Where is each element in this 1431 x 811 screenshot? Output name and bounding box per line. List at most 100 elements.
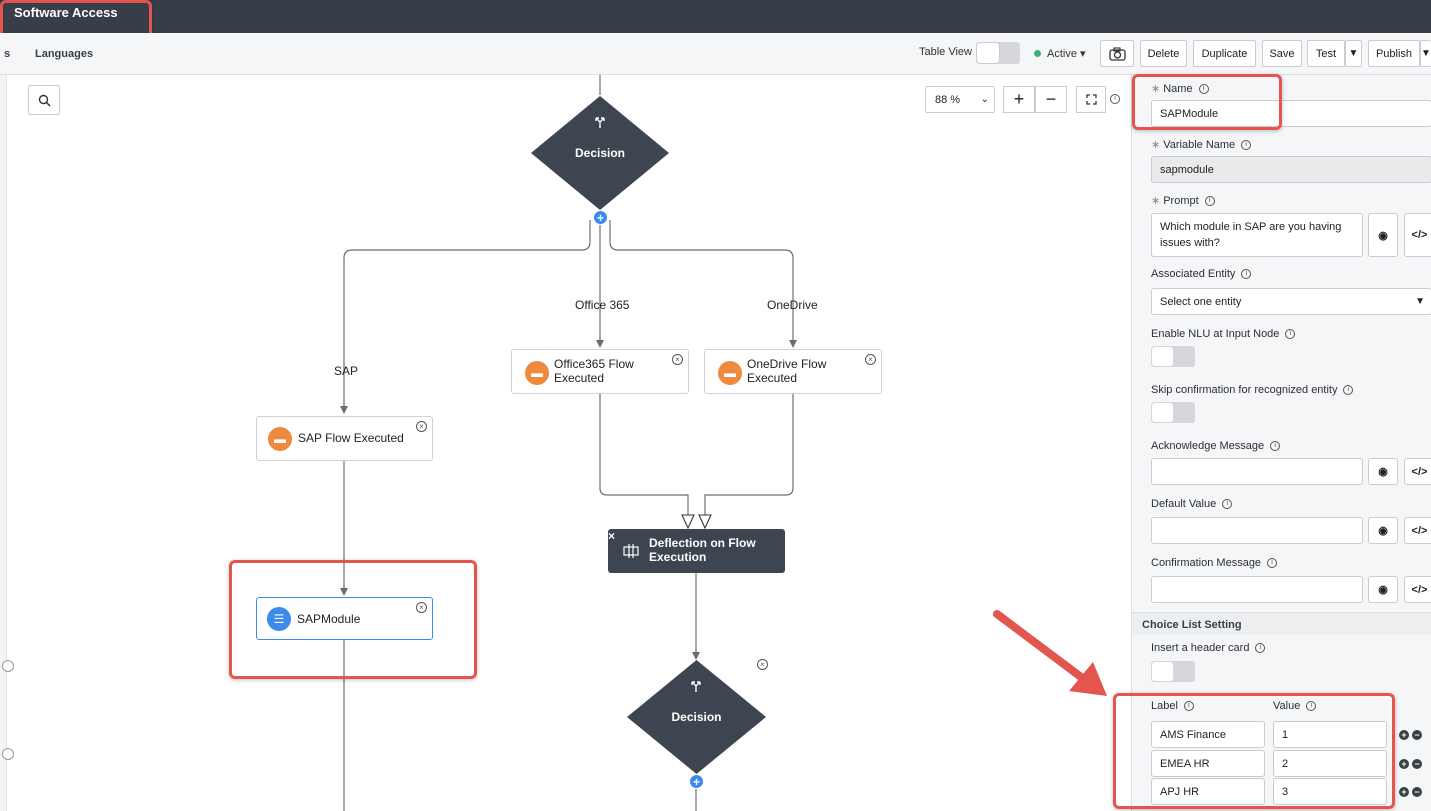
remove-choice-icon[interactable]: − [1412, 759, 1422, 769]
name-input[interactable]: SAPModule [1151, 100, 1431, 127]
prompt-input[interactable]: Which module in SAP are you having issue… [1151, 213, 1363, 257]
add-branch-button[interactable]: + [593, 210, 608, 225]
choice-label-input[interactable]: AMS Finance [1151, 721, 1265, 748]
choice-value-input[interactable]: 3 [1273, 778, 1387, 805]
node-label: SAP Flow Executed [298, 431, 404, 445]
add-branch-button[interactable]: + [689, 774, 704, 789]
entity-select[interactable]: Select one entity▼ [1151, 288, 1431, 315]
remove-choice-icon[interactable]: − [1412, 787, 1422, 797]
close-icon[interactable]: × [608, 529, 616, 543]
caret-down-icon: ▼ [1348, 48, 1359, 59]
skip-confirmation-toggle[interactable] [1151, 402, 1195, 423]
flow-canvas[interactable] [6, 75, 1131, 811]
info-icon: i [1241, 140, 1252, 151]
info-icon: i [1183, 701, 1194, 712]
node-label: SAPModule [297, 612, 361, 626]
acknowledge-input[interactable] [1151, 458, 1363, 485]
choice-value-input[interactable]: 2 [1273, 750, 1387, 777]
choice-label-input[interactable]: APJ HR [1151, 778, 1265, 805]
flow-connectors [340, 75, 797, 811]
choice-value-input[interactable]: 1 [1273, 721, 1387, 748]
add-choice-icon[interactable]: + [1399, 730, 1409, 740]
snapshot-button[interactable] [1100, 40, 1134, 67]
remove-choice-icon[interactable]: − [1412, 730, 1422, 740]
node-label: OneDrive Flow Executed [747, 357, 827, 385]
info-icon: i [1343, 385, 1354, 396]
close-icon[interactable]: × [757, 659, 768, 670]
default-value-input[interactable] [1151, 517, 1363, 544]
top-bar: Software Access [0, 0, 1431, 33]
decision-node-bottom[interactable]: Decision [627, 660, 766, 774]
duplicate-button[interactable]: Duplicate [1193, 40, 1256, 67]
sap-flow-node[interactable]: ▬ SAP Flow Executed × [256, 416, 433, 461]
tab-cut-off[interactable]: s [4, 48, 11, 60]
close-icon[interactable]: × [416, 602, 427, 613]
table-view-label: Table View [919, 46, 972, 58]
variable-name-input[interactable]: sapmodule [1151, 156, 1431, 183]
edge-label-onedrive: OneDrive [767, 298, 818, 312]
info-icon: i [1270, 441, 1281, 452]
status-dropdown[interactable]: Active ▾ [1047, 47, 1086, 60]
decision-label: Decision [671, 710, 722, 724]
confirmation-code-button[interactable]: </> [1404, 576, 1431, 603]
add-choice-icon[interactable]: + [1399, 759, 1409, 769]
choice-label-input[interactable]: EMEA HR [1151, 750, 1265, 777]
add-choice-icon[interactable]: + [1399, 787, 1409, 797]
tab-languages[interactable]: Languages [35, 48, 94, 60]
zoom-select[interactable]: 88 % ⌄ [925, 86, 995, 113]
zoom-out-button[interactable]: − [1035, 86, 1067, 113]
confirmation-input[interactable] [1151, 576, 1363, 603]
close-icon[interactable]: × [416, 421, 427, 432]
plus-icon: + [596, 211, 604, 225]
rail-handle[interactable] [2, 748, 14, 760]
message-icon: ▬ [525, 361, 549, 385]
prompt-code-button[interactable]: </> [1404, 213, 1431, 257]
test-button[interactable]: Test [1307, 40, 1345, 67]
header-card-toggle[interactable] [1151, 661, 1195, 682]
info-icon: i [1204, 196, 1215, 207]
list-icon: ☰ [267, 607, 291, 631]
canvas-info-icon[interactable]: i [1110, 94, 1120, 104]
choice-list-heading: Choice List Setting [1142, 619, 1242, 631]
default-variable-button[interactable]: ◉ [1368, 517, 1398, 544]
edge-label-office365: Office 365 [575, 298, 630, 312]
close-icon[interactable]: × [865, 354, 876, 365]
acknowledge-code-button[interactable]: </> [1404, 458, 1431, 485]
rail-handle[interactable] [2, 660, 14, 672]
office365-flow-node[interactable]: ▬ Office365 Flow Executed × [511, 349, 689, 394]
confirmation-variable-button[interactable]: ◉ [1368, 576, 1398, 603]
fit-screen-button[interactable] [1076, 86, 1106, 113]
canvas-search-button[interactable] [28, 85, 60, 115]
delete-button[interactable]: Delete [1140, 40, 1187, 67]
enable-nlu-toggle[interactable] [1151, 346, 1195, 367]
status-label: Active [1047, 48, 1077, 60]
target-icon: ◉ [1378, 584, 1388, 596]
chevron-down-icon: ⌄ [980, 94, 989, 105]
caret-down-icon: ▼ [1421, 48, 1431, 59]
status-dot [1034, 50, 1041, 57]
sapmodule-node[interactable]: ☰ SAPModule × [256, 597, 433, 640]
acknowledge-variable-button[interactable]: ◉ [1368, 458, 1398, 485]
test-dropdown-button[interactable]: ▼ [1345, 40, 1362, 67]
decision-node-top[interactable]: Decision [531, 96, 669, 210]
code-icon: </> [1411, 583, 1428, 596]
zoom-in-button[interactable]: + [1003, 86, 1035, 113]
save-button[interactable]: Save [1262, 40, 1302, 67]
info-icon: i [1222, 499, 1233, 510]
message-icon: ▬ [268, 427, 292, 451]
branch-icon [691, 681, 701, 692]
default-code-button[interactable]: </> [1404, 517, 1431, 544]
publish-dropdown-button[interactable]: ▼ [1420, 40, 1431, 67]
onedrive-flow-node[interactable]: ▬ OneDrive Flow Executed × [704, 349, 882, 394]
deflection-node[interactable]: Deflection on Flow Execution × [608, 529, 785, 573]
prompt-variable-button[interactable]: ◉ [1368, 213, 1398, 257]
table-view-toggle[interactable] [976, 42, 1020, 64]
close-icon[interactable]: × [672, 354, 683, 365]
publish-button[interactable]: Publish [1368, 40, 1420, 67]
